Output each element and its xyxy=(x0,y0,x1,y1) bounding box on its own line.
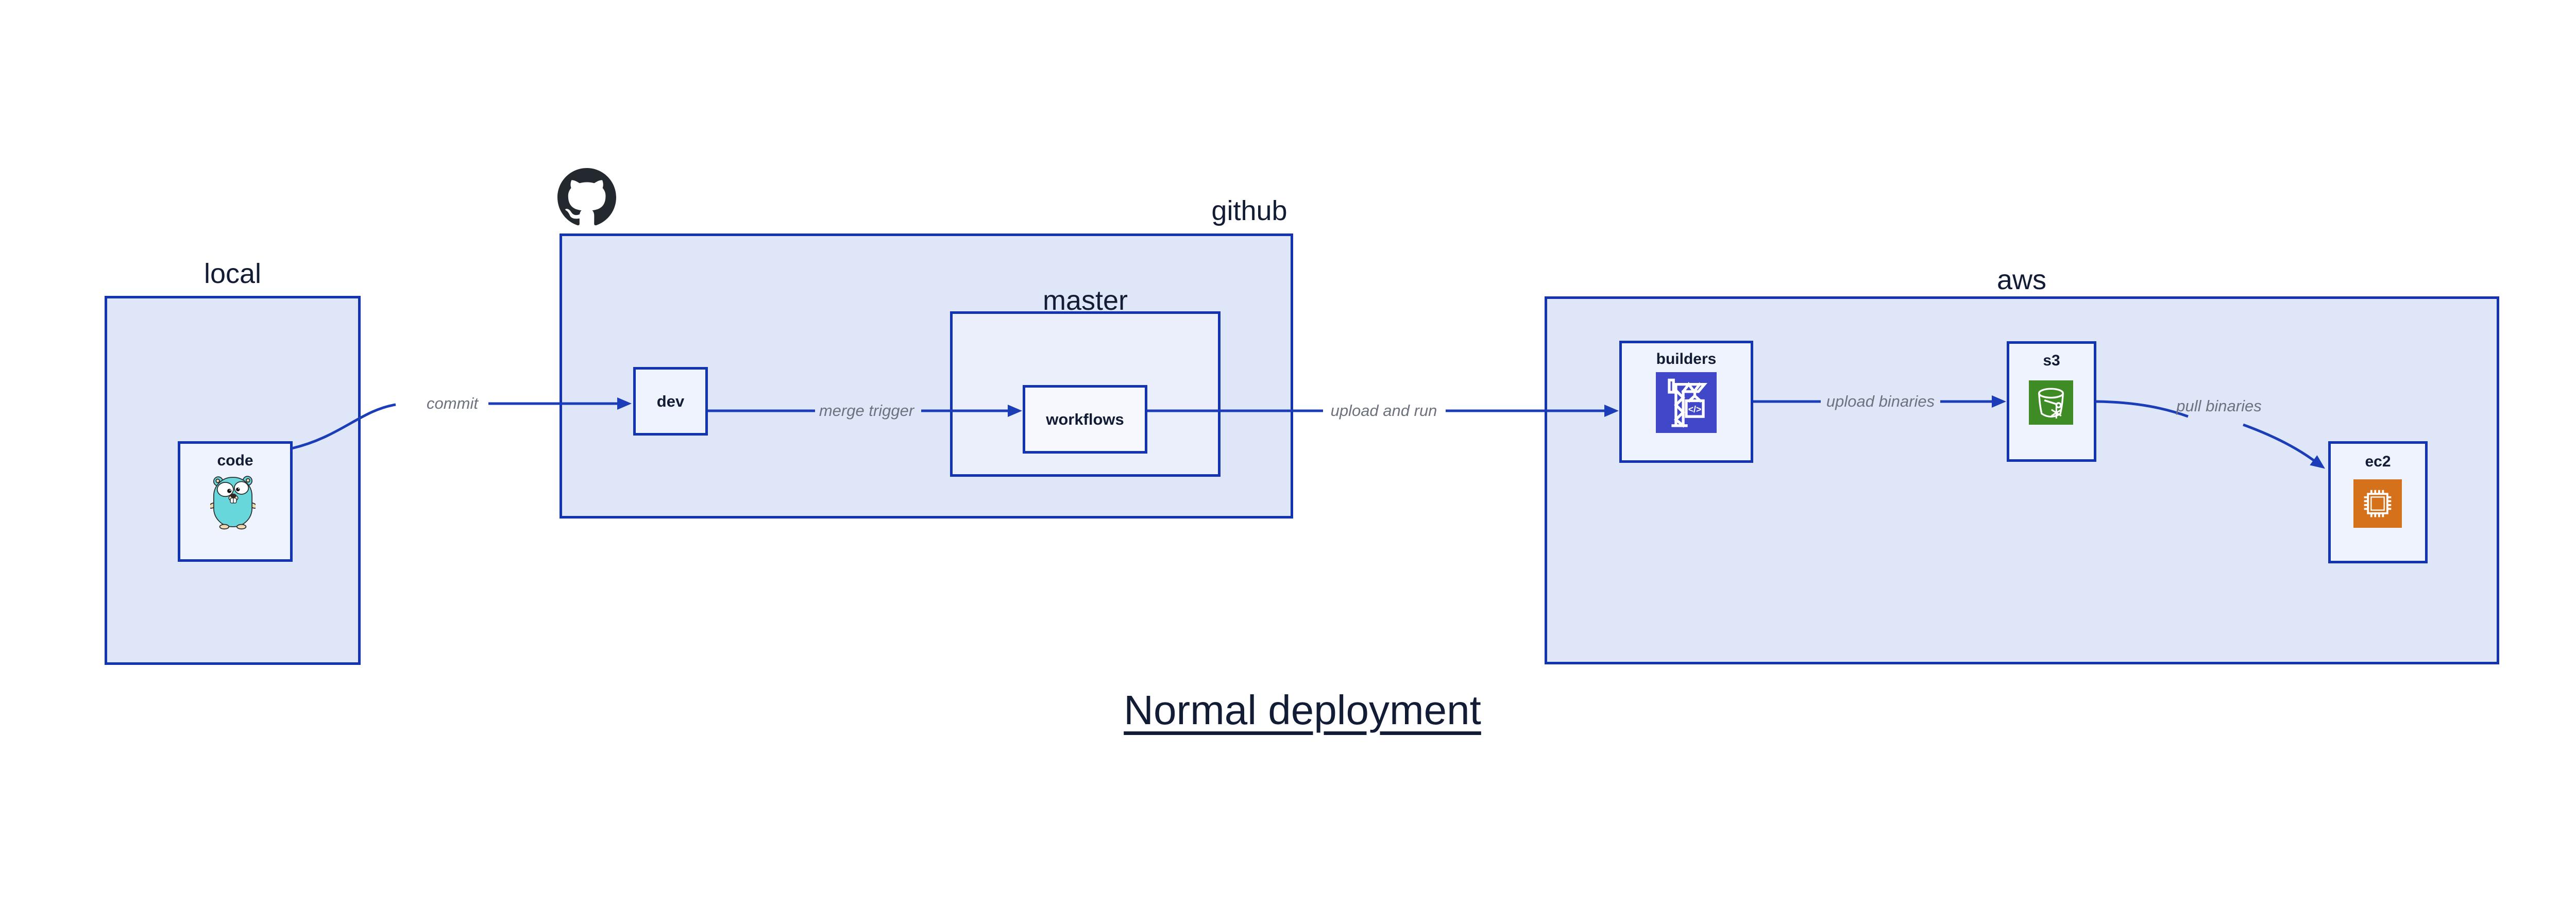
codebuild-code-glyph: </> xyxy=(1688,404,1702,414)
node-label-dev: dev xyxy=(656,392,685,410)
node-box-dev: dev xyxy=(633,367,708,436)
edge-label-upload-binaries: upload binaries xyxy=(1826,392,1935,410)
aws-ec2-chip-icon xyxy=(2353,479,2402,528)
page-title: Normal deployment xyxy=(1124,687,1481,733)
node-label-builders: builders xyxy=(1656,350,1717,368)
node-label-code: code xyxy=(217,452,253,469)
group-label-local: local xyxy=(204,258,262,289)
aws-s3-bucket-icon xyxy=(2029,380,2073,425)
group-label-aws: aws xyxy=(1996,264,2047,295)
group-label-master: master xyxy=(1042,285,1128,316)
node-label-ec2: ec2 xyxy=(2365,453,2391,470)
edge-label-upload-and-run: upload and run xyxy=(1330,402,1437,420)
node-box-workflows: workflows xyxy=(1023,385,1147,454)
aws-codebuild-crane-icon: </> xyxy=(1656,372,1717,433)
edge-label-merge-trigger: merge trigger xyxy=(819,402,914,420)
node-label-s3: s3 xyxy=(2043,352,2060,369)
node-box-s3: s3 xyxy=(2007,341,2096,462)
node-label-workflows: workflows xyxy=(1046,410,1124,428)
go-gopher-icon xyxy=(210,476,256,530)
github-octocat-icon xyxy=(557,168,616,226)
edge-label-pull-binaries: pull binaries xyxy=(2176,397,2262,415)
group-label-github: github xyxy=(1211,195,1287,226)
edge-label-commit: commit xyxy=(427,394,478,412)
